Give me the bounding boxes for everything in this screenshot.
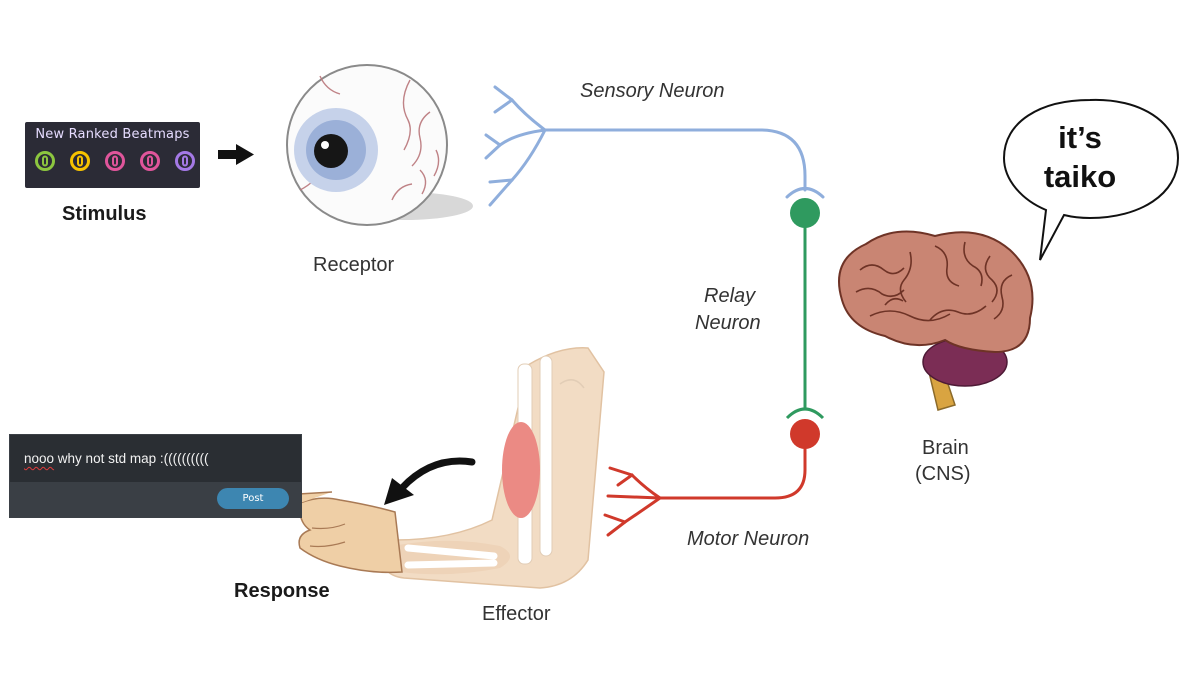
taiko-mode-icon <box>70 151 90 171</box>
mode-icon-row <box>35 151 195 177</box>
stimulus-arrow <box>218 144 254 165</box>
relay-neuron-label-line1: Relay <box>704 285 756 307</box>
arm-effector <box>277 347 605 589</box>
catch-mode-icon <box>105 151 125 171</box>
brain-label-line2: (CNS) <box>915 463 971 485</box>
misspelled-word: nooo <box>24 451 55 466</box>
fifth-mode-icon <box>175 151 195 171</box>
mania-mode-icon <box>140 151 160 171</box>
relay-neuron <box>785 198 825 420</box>
brain-illustration <box>838 230 1034 411</box>
sensory-neuron-label: Sensory Neuron <box>580 80 725 102</box>
speech-bubble-text: it’s taiko <box>1030 118 1130 196</box>
motor-neuron-cell-body <box>790 419 820 449</box>
motor-neuron-label: Motor Neuron <box>687 528 810 550</box>
response-label: Response <box>234 580 330 602</box>
effector-label: Effector <box>482 603 551 625</box>
sensory-neuron <box>484 85 825 207</box>
new-ranked-beatmaps-card[interactable]: New Ranked Beatmaps <box>25 122 200 188</box>
comment-text-rest: why not std map :(((((((((( <box>54 451 209 466</box>
receptor-label: Receptor <box>313 254 395 276</box>
response-arrow <box>384 457 476 505</box>
beatmaps-card-title: New Ranked Beatmaps <box>35 127 190 142</box>
speech-line-1: it’s <box>1058 120 1102 155</box>
brain-label-line1: Brain <box>922 437 969 459</box>
comment-footer: Post <box>10 482 301 517</box>
speech-bubble <box>1002 98 1180 261</box>
motor-neuron <box>603 446 807 537</box>
comment-box[interactable]: nooo why not std map :(((((((((( Post <box>9 434 302 518</box>
speech-line-2: taiko <box>1043 159 1117 194</box>
comment-input[interactable]: nooo why not std map :(((((((((( <box>24 451 209 466</box>
relay-neuron-label-line2: Neuron <box>695 312 761 334</box>
post-button[interactable]: Post <box>217 488 289 509</box>
osu-mode-icon <box>35 151 55 171</box>
stimulus-label: Stimulus <box>62 203 147 225</box>
eyeball-receptor <box>286 64 473 226</box>
